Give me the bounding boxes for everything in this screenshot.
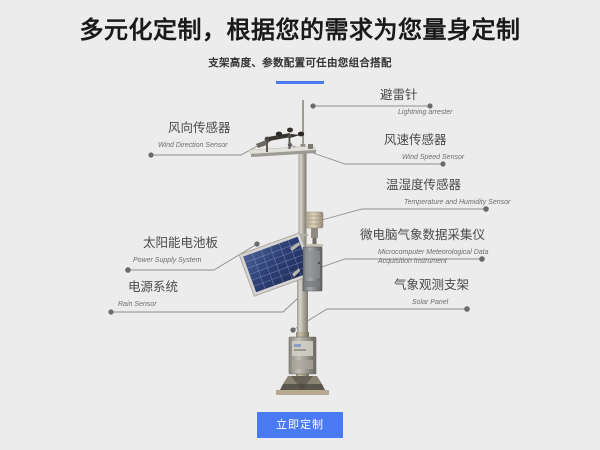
callout-power-system[interactable]: 电源系统 Rain Sensor — [118, 280, 298, 309]
callout-wind-direction-sensor-en: Wind Direction Sensor — [158, 141, 228, 149]
solar-panel-bracket-lower — [292, 268, 300, 277]
page-subtitle: 支架高度、参数配置可任由您组合搭配 — [208, 56, 392, 69]
crossarm-small-sensor — [308, 144, 313, 149]
callout-wind-speed-sensor-cn: 风速传感器 — [384, 133, 447, 147]
callout-observation-bracket-cn: 气象观测支架 — [394, 278, 470, 292]
mid-mast — [297, 246, 308, 332]
callout-power-system-en: Rain Sensor — [118, 300, 157, 308]
callout-wind-direction-sensor[interactable]: 风向传感器 Wind Direction Sensor — [158, 121, 338, 150]
callout-temperature-humidity-sensor[interactable]: 温湿度传感器 Temperature and Humidity Sensor — [378, 178, 558, 207]
dot-bracket-anchor — [290, 327, 296, 333]
customize-now-button[interactable]: 立即定制 — [257, 412, 343, 438]
callout-wind-speed-sensor[interactable]: 风速传感器 Wind Speed Sensor — [376, 133, 556, 162]
callout-lightning-arrester-cn: 避雷针 — [380, 88, 418, 102]
dot-solar-panel-anchor — [254, 241, 260, 247]
data-acquisition-cabinet — [302, 246, 323, 292]
dot-solar-panel-label — [125, 267, 131, 273]
shield-support-arm — [296, 234, 308, 237]
dot-data-acq-label — [479, 256, 485, 262]
dot-power-system-label — [108, 309, 114, 315]
anemometer-sensor — [275, 127, 305, 149]
callout-data-acquisition-instrument[interactable]: 微电脑气象数据采集仪 Microcomputer Meteorological … — [352, 228, 532, 267]
dot-wind-speed-label — [440, 161, 446, 167]
solar-panel-bracket-upper — [290, 242, 300, 251]
callout-wind-direction-sensor-cn: 风向传感器 — [168, 121, 231, 135]
mast-base-flange — [276, 376, 329, 395]
accent-divider — [276, 80, 324, 84]
power-system-cabinet — [288, 336, 317, 375]
dot-lightning-anchor — [310, 103, 316, 109]
dot-bracket-label — [464, 306, 470, 312]
dot-lightning-label — [427, 103, 433, 109]
upper-mast — [298, 150, 307, 246]
callout-wind-speed-sensor-en: Wind Speed Sensor — [402, 153, 465, 161]
callout-observation-bracket-en: Solar Panel — [412, 298, 449, 306]
page-title: 多元化定制，根据您的需求为您量身定制 — [79, 17, 521, 44]
callout-solar-panel-power-supply[interactable]: 太阳能电池板 Power Supply System — [133, 236, 313, 265]
callout-lightning-arrester[interactable]: 避雷针 Lightning arrester — [372, 88, 552, 117]
illustration-stage: 避雷针 Lightning arrester 风向传感器 Wind Direct… — [0, 88, 600, 398]
callout-solar-panel-power-supply-en: Power Supply System — [133, 256, 202, 264]
radiation-shield-sensor — [305, 211, 324, 247]
solar-panel — [238, 232, 316, 297]
crossarm-edge — [251, 150, 316, 157]
leader-solar-panel — [128, 243, 258, 271]
callout-lightning-arrester-en: Lightning arrester — [398, 108, 453, 116]
callout-temperature-humidity-sensor-cn: 温湿度传感器 — [386, 178, 462, 192]
dot-wind-direction-label — [148, 152, 154, 158]
leader-data-acquisition — [312, 258, 482, 271]
lightning-rod — [302, 100, 304, 146]
callout-data-acquisition-instrument-en: Microcomputer Meteorological Data Acquis… — [378, 248, 489, 266]
dot-temp-humidity-label — [483, 206, 489, 212]
page-header: 多元化定制，根据您的需求为您量身定制 支架高度、参数配置可任由您组合搭配 — [0, 0, 600, 84]
station-hardware — [238, 100, 329, 395]
weather-station-diagram — [108, 100, 489, 395]
leader-observation-bracket — [292, 308, 467, 331]
callout-solar-panel-power-supply-cn: 太阳能电池板 — [143, 236, 219, 250]
callout-power-system-cn: 电源系统 — [128, 280, 179, 294]
callout-observation-bracket[interactable]: 气象观测支架 Solar Panel — [386, 278, 566, 307]
leader-temp-humidity — [317, 208, 486, 222]
callout-data-acquisition-instrument-cn: 微电脑气象数据采集仪 — [360, 228, 486, 242]
callout-temperature-humidity-sensor-en: Temperature and Humidity Sensor — [404, 198, 511, 206]
